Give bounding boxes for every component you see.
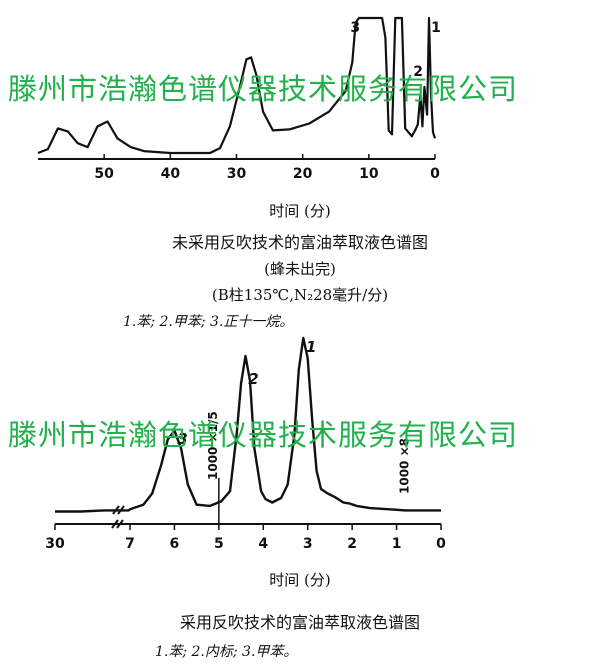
- chart-2-peak-label-3: 3: [177, 430, 187, 448]
- chart-1-tick-label: 0: [430, 166, 440, 182]
- chart-1-tick-label: 50: [94, 166, 114, 182]
- chart-2-tick-label: 5: [214, 536, 224, 552]
- chart-1-peak-label-2: 2: [413, 64, 423, 80]
- chart-1-plot: 50 40 30 20 10 0 3 2 1: [37, 16, 441, 182]
- chart-1-peak-label-1: 1: [431, 20, 441, 36]
- chart-2-trace: [55, 336, 441, 513]
- chart-1-tick-label: 10: [359, 166, 379, 182]
- chart-1-subtitle: (蜂未出完): [264, 260, 336, 278]
- chart-2-tick-label: 3: [303, 536, 313, 552]
- chart-2-tick-label: 6: [170, 536, 180, 552]
- chart-1-tick-label: 20: [293, 166, 313, 182]
- chart-1-tick-label: 40: [161, 166, 181, 182]
- chart-2-xlabel: 时间 (分): [269, 571, 331, 589]
- chart-1-legend: 1.苯; 2.甲苯; 3.正十一烷。: [123, 314, 294, 330]
- chart-1-title: 未采用反吹技术的富油萃取液色谱图: [171, 233, 428, 252]
- chart-2-plot: 30 7 6 5 4 3 2 1 0 3 2 1 1000 ×1/5 1000 ×8: [45, 336, 446, 552]
- chart-2-peak-label-1: 1: [306, 338, 316, 356]
- watermark-bottom: 滕州市浩瀚色谱仪器技术服务有限公司: [8, 418, 519, 452]
- chart-2-title: 采用反吹技术的富油萃取液色谱图: [179, 613, 420, 632]
- chart-2-tick-label: 4: [258, 536, 268, 552]
- chart-2-legend: 1.苯; 2.内标; 3.甲苯。: [155, 644, 298, 660]
- chart-2-annotation-attenuation-2: 1000 ×8: [398, 438, 412, 494]
- chart-2-tick-label: 1: [392, 536, 402, 552]
- chart-1-peak-label-3: 3: [350, 20, 360, 36]
- chart-2-tick-label: 2: [347, 536, 357, 552]
- chart-1-trace: [37, 16, 437, 155]
- watermark-top: 滕州市浩瀚色谱仪器技术服务有限公司: [8, 72, 519, 106]
- chart-2-tick-label: 7: [125, 536, 135, 552]
- chart-2-trace-break-mark: [112, 505, 125, 515]
- chart-2-annotation-attenuation-1: 1000 ×1/5: [206, 411, 220, 480]
- chart-2-tick-label: 30: [45, 536, 65, 552]
- chart-1-tick-label: 30: [227, 166, 247, 182]
- chart-2-axis-break-mark: [111, 519, 124, 529]
- chart-2-tick-label: 0: [436, 536, 446, 552]
- chart-2-peak-label-2: 2: [248, 370, 258, 388]
- chart-1-conditions: (B柱135℃,N₂28毫升/分): [211, 286, 389, 304]
- chart-1-xlabel: 时间 (分): [269, 202, 331, 220]
